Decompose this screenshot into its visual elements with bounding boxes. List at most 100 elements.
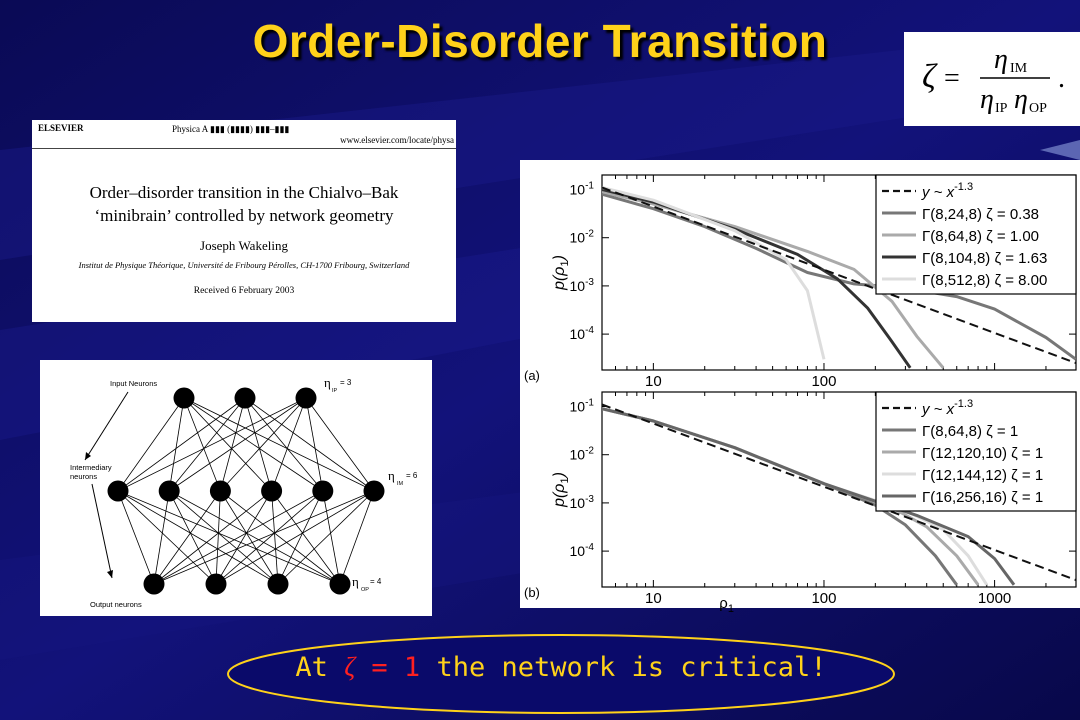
- network-edge: [117, 490, 155, 585]
- eta-op-symbol: η: [352, 574, 359, 589]
- y-tick-label: 10-3: [570, 277, 595, 294]
- network-edge: [117, 397, 246, 492]
- network-edge: [271, 490, 341, 585]
- network-edge: [183, 397, 324, 492]
- legend-entry: y ~ x-1.3: [921, 398, 973, 418]
- eta-op-label: η OP = 4: [352, 574, 382, 593]
- y-tick-label: 10-1: [570, 181, 595, 198]
- x-tick-label: 100: [811, 590, 836, 607]
- neuron-node: [329, 573, 351, 595]
- y-tick-label: 10-4: [570, 542, 595, 559]
- eta-ip-symbol: η: [324, 375, 331, 390]
- network-edge: [244, 397, 272, 492]
- eta-im-label: η IM = 6: [388, 468, 418, 487]
- y-axis-label: p(ρ1): [551, 472, 571, 508]
- formula-den1: η: [980, 84, 994, 115]
- network-edge: [220, 490, 341, 585]
- legend-entry: Γ(8,64,8) ζ = 1.00: [922, 228, 1039, 245]
- callout-zeta: ζ: [344, 652, 356, 682]
- x-tick-label: 10: [645, 373, 662, 390]
- legend-entry: Γ(12,120,10) ζ = 1: [922, 445, 1043, 462]
- legend: y ~ x-1.3Γ(8,64,8) ζ = 1Γ(12,120,10) ζ =…: [875, 391, 1077, 512]
- formula-den2: η: [1014, 84, 1028, 115]
- callout-equals: =: [355, 652, 404, 683]
- network-edge: [153, 490, 272, 585]
- y-tick-label: 10-4: [570, 325, 595, 342]
- network-edge: [117, 397, 307, 492]
- network-edge: [168, 490, 279, 585]
- network-edge: [215, 490, 324, 585]
- neuron-node: [261, 480, 283, 502]
- network-edge: [168, 397, 185, 492]
- network-edge: [183, 397, 375, 492]
- network-edge: [305, 397, 324, 492]
- network-edge: [277, 490, 375, 585]
- y-tick-label: 10-3: [570, 494, 595, 511]
- formula-den2-sub: OP: [1029, 101, 1047, 116]
- network-edge: [183, 397, 272, 492]
- neuron-node: [158, 480, 180, 502]
- neuron-node: [143, 573, 165, 595]
- neuron-node: [267, 573, 289, 595]
- x-axis-label: ρ1: [719, 595, 734, 615]
- neuron-node: [205, 573, 227, 595]
- network-edge: [183, 397, 221, 492]
- paper-journal: Physica A ▮▮▮ (▮▮▮▮) ▮▮▮–▮▮▮: [172, 124, 290, 134]
- network-svg: Input Neurons Intermediary neurons Outpu…: [70, 375, 418, 609]
- callout-ellipse: [227, 634, 895, 714]
- formula-den1-sub: IP: [995, 101, 1008, 116]
- paper-affiliation: Institut de Physique Théorique, Universi…: [78, 260, 410, 270]
- paper-received: Received 6 February 2003: [193, 286, 295, 296]
- eta-ip-sub: IP: [332, 388, 338, 394]
- eta-im-sub: IM: [397, 481, 404, 487]
- network-edge: [215, 490, 375, 585]
- series-line: [602, 192, 1076, 361]
- paper-rule: [32, 148, 456, 149]
- series-group: [602, 403, 1076, 586]
- callout-prefix: At: [295, 652, 345, 683]
- intermediary-label-2: neurons: [70, 472, 97, 481]
- network-edge: [339, 490, 375, 585]
- network-edges: [117, 397, 375, 585]
- network-edge: [169, 490, 341, 585]
- eta-im-value: = 6: [406, 471, 418, 480]
- x-tick-label: 1000: [978, 590, 1011, 607]
- network-edge: [271, 490, 279, 585]
- formula-numerator-sub: IM: [1010, 61, 1028, 76]
- network-edge: [168, 397, 246, 492]
- neuron-node: [234, 387, 256, 409]
- eta-op-sub: OP: [361, 587, 369, 593]
- network-edge: [153, 490, 170, 585]
- paper-title-line-1: Order–disorder transition in the Chialvo…: [89, 183, 399, 202]
- paper-url: www.elsevier.com/locate/physa: [340, 135, 454, 145]
- paper-publisher: ELSEVIER: [38, 123, 84, 133]
- formula-zeta: ζ: [922, 58, 938, 95]
- legend-entry: Γ(16,256,16) ζ = 1: [922, 489, 1043, 506]
- neuron-node: [209, 480, 231, 502]
- output-neurons-label: Output neurons: [90, 600, 142, 609]
- series-line: [602, 403, 1076, 582]
- eta-ip-label: η IP = 3: [324, 375, 352, 394]
- network-edge: [244, 397, 375, 492]
- legend-entry: Γ(8,24,8) ζ = 0.38: [922, 206, 1039, 223]
- series-group: [602, 186, 1076, 369]
- network-edge: [153, 490, 323, 585]
- critical-callout: [227, 634, 895, 714]
- network-edge: [117, 490, 279, 585]
- series-line: [602, 407, 1016, 586]
- network-edge: [153, 490, 221, 585]
- network-edge: [220, 397, 246, 492]
- callout-text: At ζ = 1 the network is critical!: [225, 652, 897, 683]
- y-axis-label: p(ρ1): [551, 255, 571, 291]
- series-line: [602, 186, 1076, 365]
- x-tick-label: 100: [811, 373, 836, 390]
- panel-label: (a): [524, 368, 540, 383]
- y-tick-label: 10-2: [570, 446, 595, 463]
- zeta-formula-svg: ζ = η IM η IP η OP .: [922, 44, 1065, 116]
- network-edge: [215, 490, 221, 585]
- network-edge: [277, 490, 324, 585]
- output-arrowhead: [107, 570, 113, 578]
